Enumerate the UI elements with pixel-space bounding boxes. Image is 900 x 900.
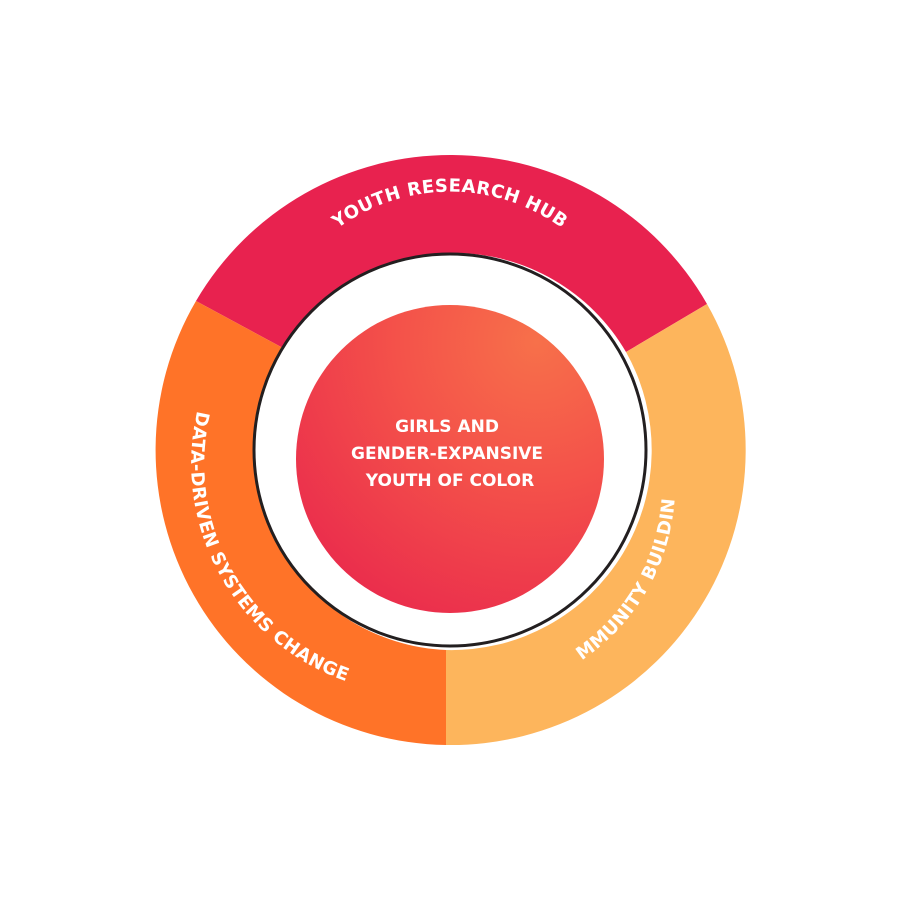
center-circle — [296, 305, 604, 613]
segment-youth-research-hub — [196, 154, 707, 352]
center-title-line: GIRLS AND — [395, 417, 499, 437]
center-title-line: GENDER-EXPANSIVE — [351, 444, 543, 464]
center-title: GIRLS AND GENDER-EXPANSIVE YOUTH OF COLO… — [351, 417, 549, 491]
center-title-line: YOUTH OF COLOR — [365, 471, 534, 491]
segment-community-building — [446, 304, 746, 746]
segment-data-driven-systems-change — [155, 301, 447, 745]
